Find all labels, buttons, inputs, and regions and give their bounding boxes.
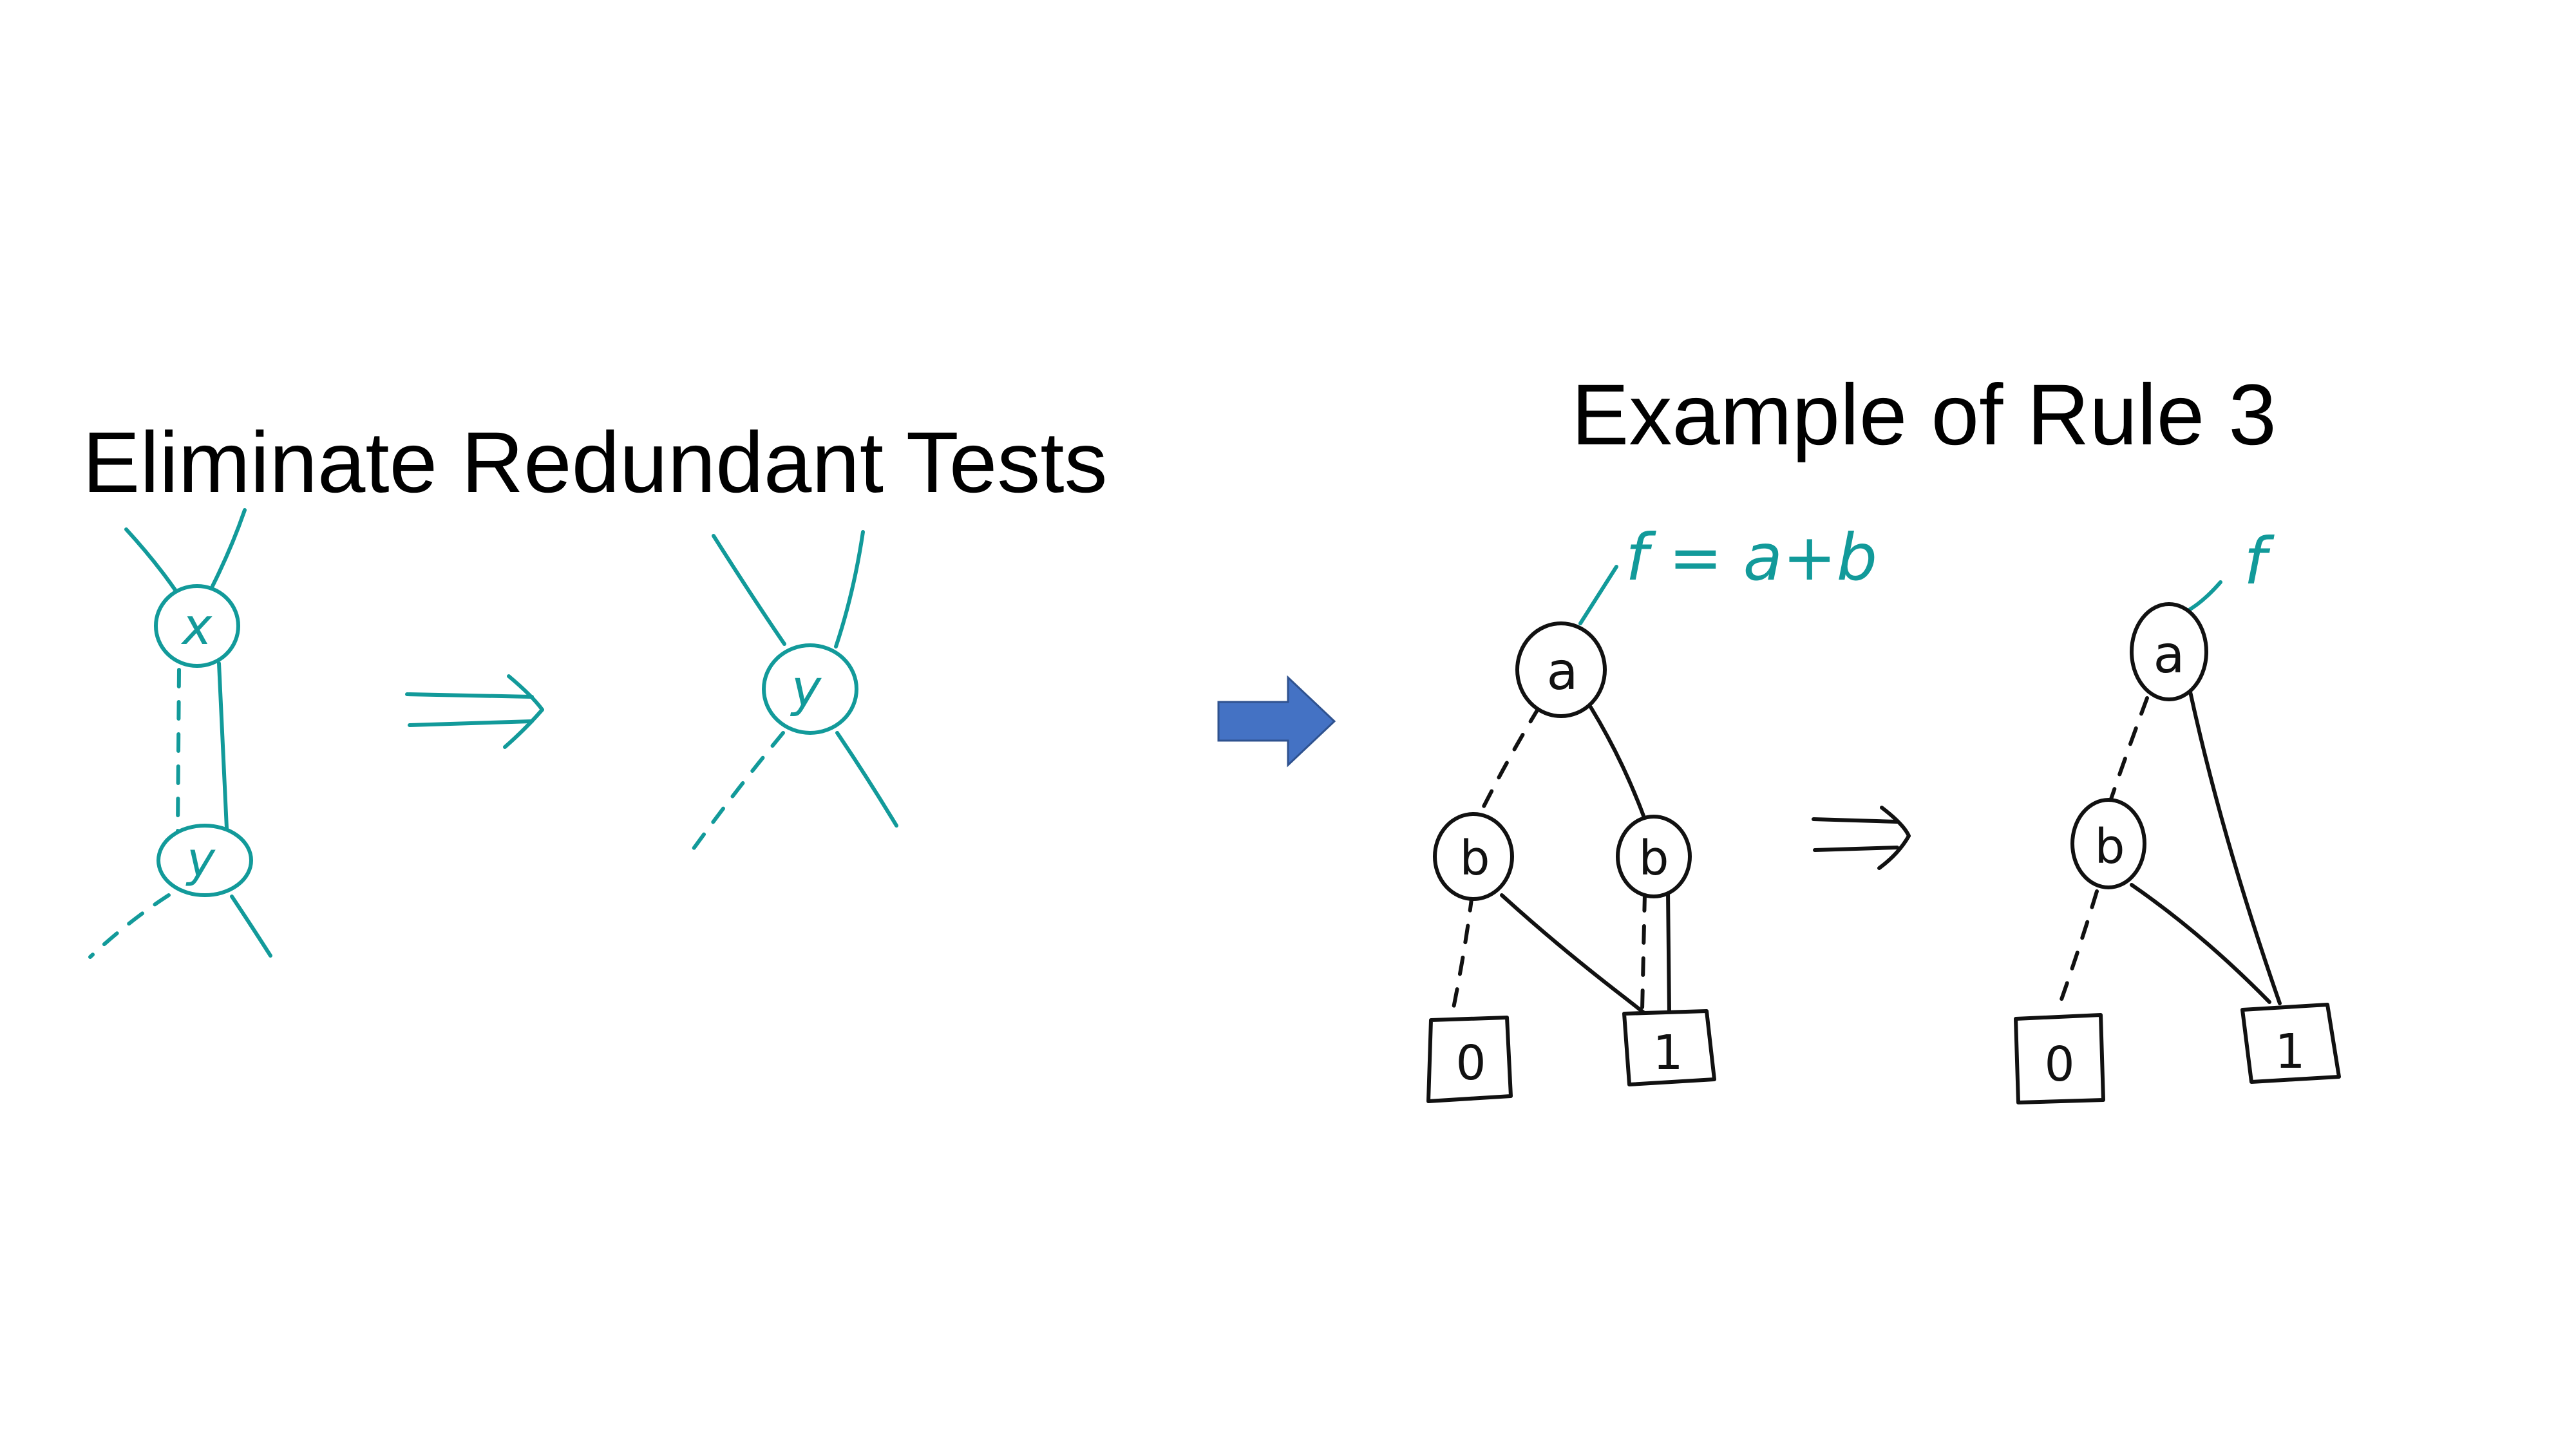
node-y-before-label: y [185, 832, 216, 887]
right-before-diagram: f = a+b a b b 0 [1426, 520, 1877, 1103]
edge-b-0-dashed-after [2056, 889, 2099, 1010]
node-a-before: a [1515, 621, 1607, 718]
edge-a-1-solid-after [2188, 687, 2282, 1005]
edge-b-left-to-1-solid [1500, 893, 1645, 1014]
node-a-after: a [2130, 602, 2208, 701]
terminal-0-after-label: 0 [2044, 1037, 2074, 1092]
node-y-after-label: y [790, 660, 822, 718]
function-pointer-after [2184, 580, 2222, 614]
edge-x-y-solid [217, 661, 229, 830]
node-x: x [154, 584, 240, 668]
right-after-diagram: f a b 0 1 [2014, 524, 2341, 1104]
left-after-diagram: y [686, 530, 898, 858]
edge-b-1-solid-after [2130, 883, 2271, 1004]
edge-y-incoming-left [712, 534, 786, 646]
node-y-after: y [762, 643, 858, 735]
edge-b-right-to-1-solid [1666, 889, 1671, 1014]
terminal-1-before-label: 1 [1653, 1025, 1683, 1081]
title-example-rule-3: Example of Rule 3 [1571, 367, 2277, 463]
terminal-1-after: 1 [2240, 1003, 2341, 1084]
node-b-right-before: b [1616, 815, 1692, 898]
node-y-before: y [156, 824, 253, 897]
edge-a-b-left-dashed [1477, 705, 1541, 819]
terminal-0-before-label: 0 [1455, 1036, 1486, 1091]
implies-arrow-right-icon: ⇒ [1812, 806, 1911, 870]
implies-arrow-left-icon: ⇒ [405, 674, 544, 749]
edge-x-incoming-right [211, 508, 247, 588]
function-label-before: f = a+b [1625, 520, 1877, 595]
function-pointer-before [1578, 565, 1618, 625]
edge-a-b-right-solid [1589, 705, 1647, 821]
edge-y-dashed-out-after [686, 731, 785, 858]
terminal-0-after: 0 [2014, 1013, 2105, 1104]
terminal-0-before: 0 [1426, 1016, 1513, 1103]
node-a-after-label: a [2153, 625, 2184, 685]
node-b-left-before-label: b [1460, 831, 1490, 886]
terminal-1-after-label: 1 [2275, 1024, 2305, 1079]
edge-a-b-dashed-after [2104, 696, 2149, 816]
implies-arrow-left-symbol: ⇒ [477, 742, 482, 749]
node-x-label: x [180, 598, 213, 656]
node-b-after-label: b [2095, 819, 2125, 875]
edge-y-dashed-out [88, 893, 171, 959]
title-eliminate-redundant-tests: Eliminate Redundant Tests [82, 415, 1108, 511]
terminal-1-before: 1 [1622, 1009, 1716, 1086]
edge-x-y-dashed [176, 668, 181, 833]
edge-y-solid-out-after [835, 731, 898, 828]
implies-arrow-right-symbol: ⇒ [1855, 858, 1860, 865]
left-before-diagram: x y [88, 508, 272, 959]
right-block-arrow-icon [1217, 675, 1336, 768]
edge-b-right-to-1-dashed [1640, 892, 1647, 1012]
node-b-after: b [2070, 798, 2146, 889]
edge-x-incoming-left [124, 527, 177, 592]
function-label-after: f [2244, 524, 2275, 599]
edge-y-incoming-right [834, 530, 865, 649]
node-b-left-before: b [1433, 812, 1514, 901]
node-b-right-before-label: b [1639, 831, 1669, 886]
node-a-before-label: a [1546, 641, 1578, 701]
edge-y-solid-out [230, 895, 272, 958]
edge-b-left-to-0-dashed [1451, 892, 1474, 1013]
